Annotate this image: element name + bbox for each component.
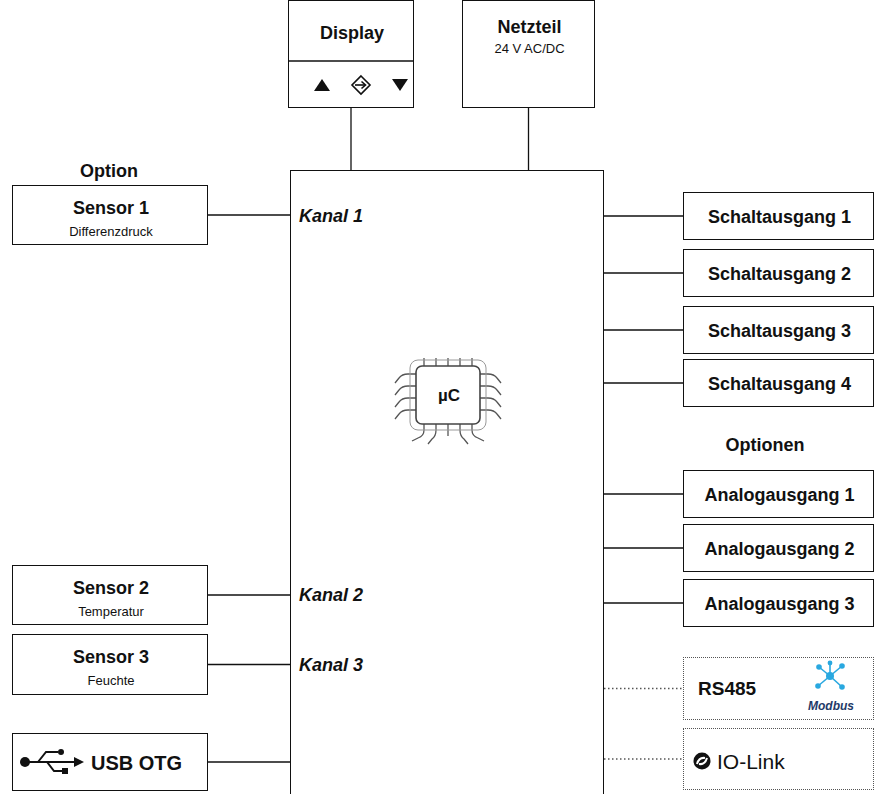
box-title: Schaltausgang 4 [708, 374, 851, 395]
group-heading: Optionen [726, 435, 805, 456]
sensor-box: Sensor 2 Temperatur [12, 565, 208, 625]
connector-line [208, 761, 290, 762]
bus-interface-box: IO-Link [683, 728, 874, 790]
box-subtitle: Differenzdruck [69, 225, 153, 240]
box-title: IO-Link [717, 750, 785, 774]
connector-line [208, 664, 290, 665]
box-subtitle: µC [438, 386, 460, 406]
modbus-icon [815, 661, 845, 690]
box-subtitle: Modbus [808, 700, 854, 714]
box-title: Schaltausgang 2 [708, 264, 851, 285]
box-subtitle: Sensor 1 [73, 198, 149, 219]
connector-line [604, 272, 683, 273]
box-title: Sensor 2 [73, 578, 149, 599]
box-title: Kanal 1 [299, 206, 363, 227]
connector-line [604, 215, 683, 216]
connector-line [208, 214, 290, 215]
connector-line [604, 547, 683, 548]
switch-output-box: Schaltausgang 1 [683, 192, 874, 240]
iolink-icon [694, 753, 711, 770]
switch-output-box: Schaltausgang 3 [683, 306, 874, 354]
connector-line [604, 758, 683, 759]
analog-output-box: Analogausgang 3 [683, 579, 874, 627]
display-box: Display [288, 0, 414, 108]
connector-line [604, 382, 683, 383]
connector-line [604, 493, 683, 494]
box-title: Sensor 3 [73, 647, 149, 668]
box-title: Netzteil [497, 17, 561, 38]
analog-output-box: Analogausgang 1 [683, 470, 874, 518]
sensor-box: Sensor 3 Feuchte [12, 634, 208, 695]
switch-output-box: Schaltausgang 4 [683, 359, 874, 407]
box-subtitle: 24 V AC/DC [494, 42, 564, 57]
display-buttons [288, 61, 414, 94]
sensor-box: OptionSensor 1Differenzdruck [12, 185, 208, 245]
connector-line [350, 108, 351, 170]
box-subtitle: Temperatur [78, 605, 144, 620]
box-title: Analogausgang 3 [704, 594, 854, 615]
box-subtitle: Kanal 2 [299, 585, 363, 606]
box-title: Display [320, 23, 384, 44]
bus-interface-box: RS485Modbus [683, 657, 874, 720]
switch-output-box: Schaltausgang 2 [683, 249, 874, 297]
connector-line [528, 108, 529, 170]
box-title: USB OTG [91, 752, 182, 775]
box-subtitle: Feuchte [88, 674, 135, 689]
box-title: Option [80, 161, 138, 182]
power-supply-box: Netzteil 24 V AC/DC [462, 0, 595, 108]
usb-icon [20, 749, 84, 774]
controller-box: Kanal 1 µC Kanal 2 Kanal 3 [290, 170, 604, 794]
connector-line [208, 594, 290, 595]
usb-box: USB OTG [12, 733, 208, 791]
connector-line [604, 602, 683, 603]
box-title: Analogausgang 2 [704, 539, 854, 560]
box-title: Schaltausgang 3 [708, 321, 851, 342]
connector-line [604, 688, 683, 689]
analog-output-box: Analogausgang 2 [683, 524, 874, 572]
connector-line [604, 329, 683, 330]
box-subtitle: Kanal 3 [299, 655, 363, 676]
box-title: Analogausgang 1 [704, 485, 854, 506]
chip-icon [395, 358, 501, 444]
box-title: Schaltausgang 1 [708, 207, 851, 228]
box-title: RS485 [698, 678, 756, 700]
